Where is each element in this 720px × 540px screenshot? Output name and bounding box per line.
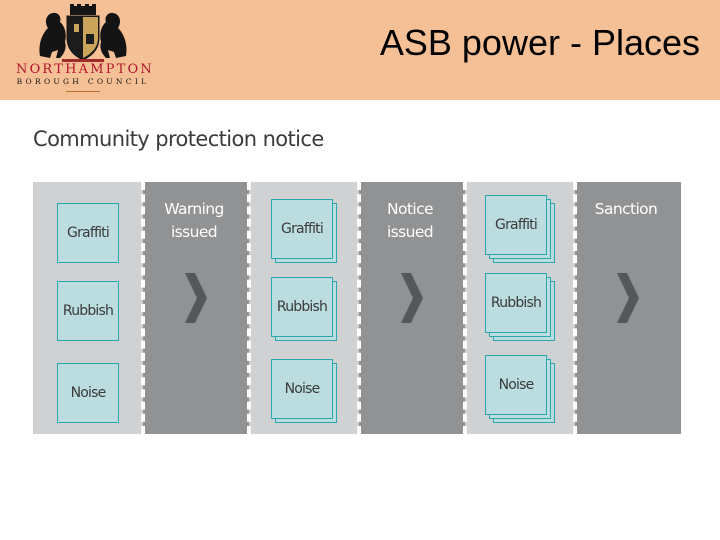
org-name-line2: BOROUGH COUNCIL — [16, 77, 150, 86]
slide-title: ASB power - Places — [379, 22, 700, 63]
issue-card: Rubbish — [271, 277, 333, 337]
dashed-divider — [247, 182, 251, 434]
issue-card: Graffiti — [271, 199, 333, 259]
dashed-divider — [573, 182, 577, 434]
stage-column: Warning issued — [143, 182, 249, 434]
council-logo: NORTHAMPTON BOROUGH COUNCIL — [16, 4, 154, 96]
dashed-divider — [463, 182, 467, 434]
stage-label-line1: Sanction — [594, 200, 658, 218]
stage-label: Warning issued — [154, 198, 234, 244]
issue-card: Noise — [271, 359, 333, 419]
stage-column: Sanction — [575, 182, 681, 434]
issue-card: Rubbish — [485, 273, 547, 333]
chevron-right-icon — [401, 273, 423, 323]
org-name-line1: NORTHAMPTON — [16, 62, 154, 77]
issue-card: Graffiti — [485, 195, 547, 255]
issue-card: Graffiti — [57, 203, 119, 263]
diagram-title: Community protection notice — [33, 127, 324, 151]
stage-label: Notice issued — [370, 198, 450, 244]
stage-label: Sanction — [586, 198, 666, 221]
logo-underline — [66, 91, 100, 92]
chevron-right-icon — [185, 273, 207, 323]
stage-label-line1: Notice — [387, 200, 434, 218]
chevron-right-icon — [617, 273, 639, 323]
stage-label-line1: Warning — [164, 200, 224, 218]
coat-of-arms-icon — [39, 4, 127, 62]
issue-card: Noise — [57, 363, 119, 423]
stage-label-line2: issued — [386, 223, 434, 241]
dashed-divider — [141, 182, 145, 434]
issue-card: Rubbish — [57, 281, 119, 341]
stage-column: Notice issued — [359, 182, 465, 434]
dashed-divider — [357, 182, 361, 434]
header-band: NORTHAMPTON BOROUGH COUNCIL ASB power - … — [0, 0, 720, 100]
stage-label-line2: issued — [170, 223, 218, 241]
issue-card: Noise — [485, 355, 547, 415]
